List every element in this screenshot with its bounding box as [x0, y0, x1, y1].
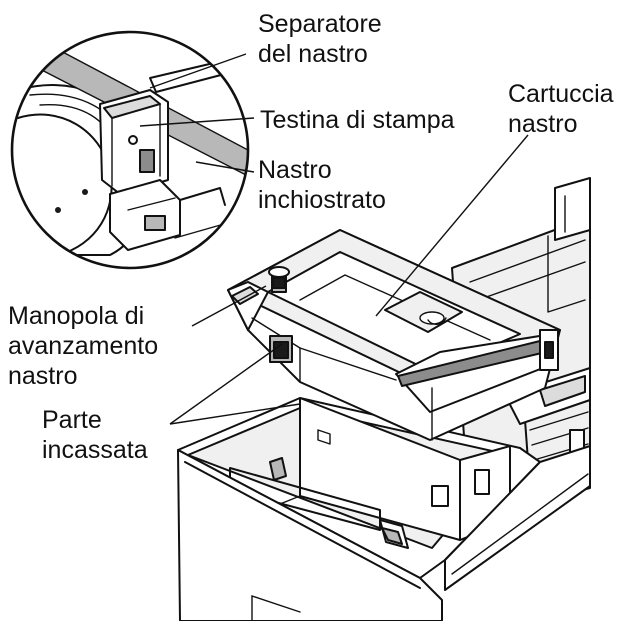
label-ribbon-separator: Separatore del nastro — [258, 10, 389, 68]
zoom-detail — [0, 32, 248, 268]
label-print-head: Testina di stampa — [260, 106, 455, 134]
label-recessed-part: Parte incassata — [42, 406, 148, 464]
label-ribbon-cartridge: Cartuccia nastro — [508, 80, 621, 138]
label-ink-ribbon: Nastro inchiostrato — [258, 156, 386, 214]
label-ribbon-feed-knob: Manopola di avanzamento nastro — [8, 302, 165, 390]
